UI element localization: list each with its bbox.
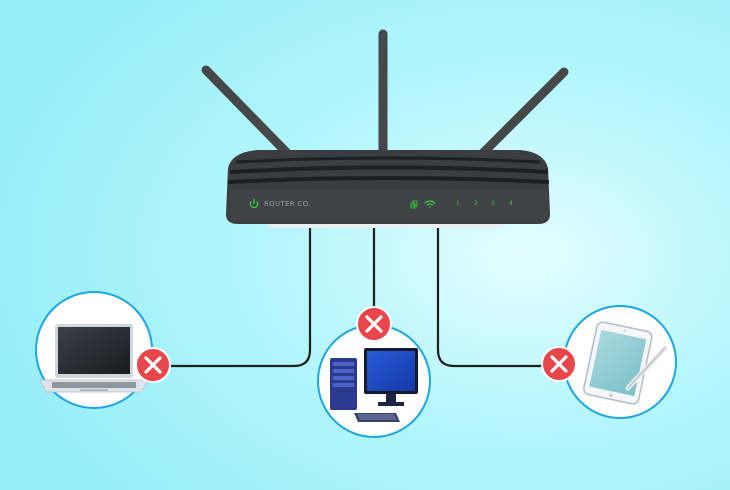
stylus-icon (625, 345, 668, 391)
antennas (201, 29, 569, 161)
port-label-2: 2 (474, 200, 478, 207)
close-icon (144, 356, 162, 374)
error-badge-laptop (135, 347, 171, 383)
port-label-1: 1 (456, 200, 460, 207)
copy-icon (410, 200, 418, 209)
error-badge-tablet (541, 346, 577, 382)
close-icon (365, 315, 383, 333)
router-brand-label: ROUTER CO. (264, 200, 311, 208)
wifi-icon (424, 200, 436, 208)
laptop-device (35, 291, 153, 409)
close-icon (550, 355, 568, 373)
desktop-computer-icon (330, 348, 418, 422)
port-label-3: 3 (491, 200, 495, 207)
router (226, 150, 550, 228)
power-icon (249, 199, 259, 209)
port-label-4: 4 (509, 200, 513, 207)
laptop-icon (39, 324, 149, 393)
cable-tablet (436, 226, 548, 368)
cable-laptop (160, 226, 312, 368)
tablet-device (563, 305, 677, 419)
error-badge-desktop (356, 306, 392, 342)
cables (160, 226, 548, 368)
